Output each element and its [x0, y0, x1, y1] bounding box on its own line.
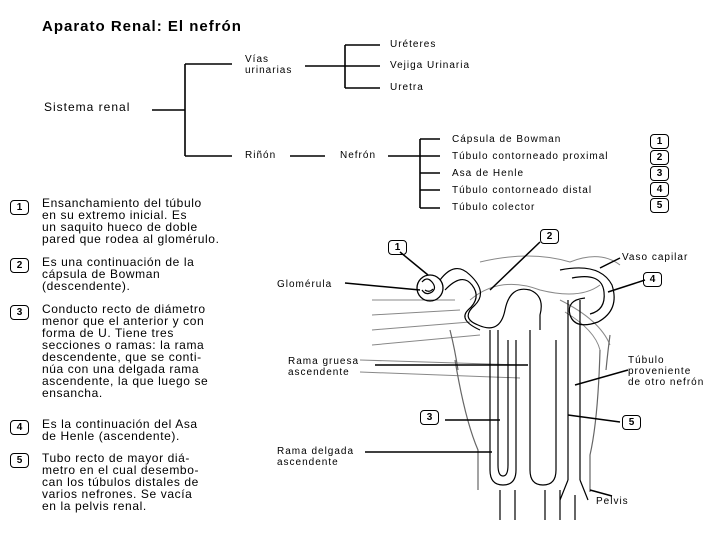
badge-desc-2: 2 — [10, 258, 29, 273]
nefron-part-3: Asa de Henle — [452, 168, 525, 179]
description-3: Conducto recto de diámetro menor que el … — [42, 302, 209, 400]
badge-desc-4: 4 — [10, 420, 29, 435]
root-label: Sistema renal — [44, 100, 131, 114]
rinon-label: Riñón — [245, 150, 277, 161]
description-4: Es la continuación del Asa de Henle (asc… — [42, 417, 198, 443]
vias-child-uretra: Uretra — [390, 82, 424, 93]
figure-badge-4: 4 — [643, 272, 662, 287]
description-5: Tubo recto de mayor diá- metro en el cua… — [42, 451, 200, 513]
rama-gruesa-label: Rama gruesa ascendente — [288, 356, 360, 378]
badge-part-5: 5 — [650, 198, 669, 213]
figure-badge-3: 3 — [420, 410, 439, 425]
pelvis-label: Pelvis — [596, 496, 629, 507]
badge-part-2: 2 — [650, 150, 669, 165]
badge-desc-1: 1 — [10, 200, 29, 215]
description-2: Es una continuación de la cápsula de Bow… — [42, 255, 195, 293]
vaso-capilar-label: Vaso capilar — [622, 252, 689, 263]
nefron-part-2: Túbulo contorneado proximal — [452, 151, 609, 162]
description-1: Ensanchamiento del túbulo en su extremo … — [42, 196, 220, 246]
vias-urinarias-label: Vías urinarias — [245, 54, 293, 76]
badge-desc-5: 5 — [10, 453, 29, 468]
badge-part-3: 3 — [650, 166, 669, 181]
nefron-part-5: Túbulo colector — [452, 202, 536, 213]
vias-child-ureteres: Uréteres — [390, 39, 437, 50]
vias-child-vejiga: Vejiga Urinaria — [390, 60, 471, 71]
nefron-part-4: Túbulo contorneado distal — [452, 185, 593, 196]
figure-badge-1: 1 — [388, 240, 407, 255]
nefron-label: Nefrón — [340, 150, 377, 161]
rama-delgada-label: Rama delgada ascendente — [277, 446, 355, 468]
figure-badge-5: 5 — [622, 415, 641, 430]
tubulo-proveniente-label: Túbulo proveniente de otro nefrón — [628, 355, 705, 388]
badge-part-4: 4 — [650, 182, 669, 197]
badge-part-1: 1 — [650, 134, 669, 149]
nefron-part-1: Cápsula de Bowman — [452, 134, 562, 145]
figure-badge-2: 2 — [540, 229, 559, 244]
page-title: Aparato Renal: El nefrón — [42, 18, 242, 35]
badge-desc-3: 3 — [10, 305, 29, 320]
glomerulo-label: Glomérula — [277, 279, 333, 290]
nephron-illustration — [359, 255, 621, 520]
